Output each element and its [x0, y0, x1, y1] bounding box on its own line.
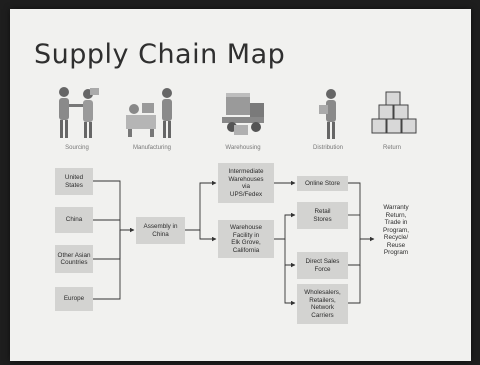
return-programs-text: Warranty Return, Trade in Program, Recyc…: [383, 204, 409, 256]
handshake-people-icon: [59, 87, 99, 138]
stage-label-return: Return: [382, 145, 401, 151]
source-box-other-asian-countries: Other Asian Countries: [55, 245, 93, 273]
channel-box-retail-stores: Retail Stores: [297, 202, 348, 229]
assembly-box: Assembly in China: [136, 217, 185, 244]
slide-title: Supply Chain Map: [34, 39, 286, 70]
stage-label-distribution: Distribution: [312, 145, 343, 151]
stage-label-sourcing: Sourcing: [65, 145, 89, 151]
flow-connectors: [93, 180, 375, 306]
channel-box-wholesalers: Wholesalers, Retailers, Network Carriers: [297, 284, 348, 324]
intermediate-warehouses-box: Intermediate Warehouses via UPS/Fedex: [218, 163, 274, 203]
source-box-china: China: [55, 207, 93, 233]
delivery-person-icon: [319, 89, 336, 139]
stacked-boxes-icon: [371, 91, 417, 134]
stage-label-warehousing: Warehousing: [225, 145, 261, 151]
source-box-united-states: United States: [55, 168, 93, 195]
slide: Supply Chain Map: [10, 9, 471, 361]
warehouse-facility-box: Warehouse Facility in Elk Grove, Califor…: [218, 220, 274, 258]
channel-box-direct-sales-force: Direct Sales Force: [297, 252, 348, 279]
channel-box-online-store: Online Store: [297, 176, 348, 191]
source-box-europe: Europe: [55, 287, 93, 311]
factory-workers-icon: [126, 88, 172, 138]
stage-label-manufacturing: Manufacturing: [132, 145, 172, 151]
forklift-icon: [222, 93, 264, 135]
